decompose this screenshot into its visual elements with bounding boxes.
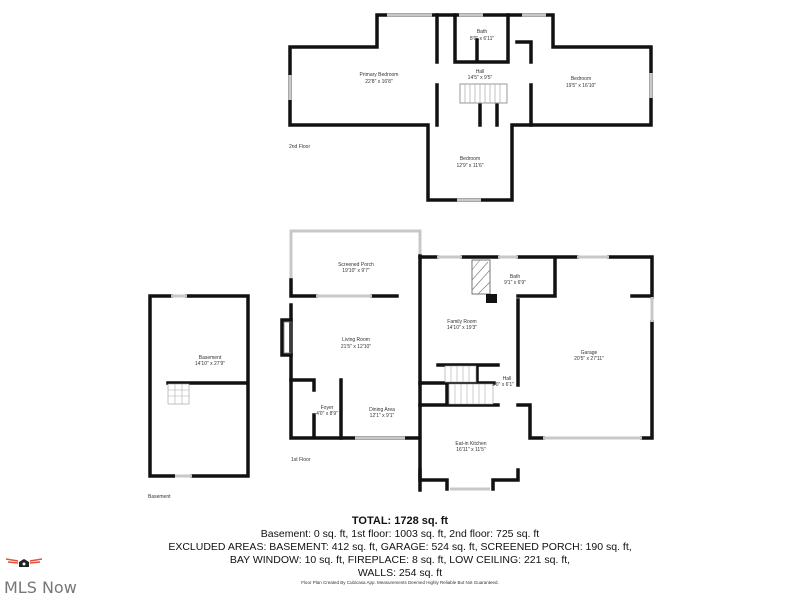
room-name: Living Room: [342, 337, 370, 343]
room-size: 8'0" x 6'11": [470, 36, 494, 42]
room-size: 14'10" x 27'9": [195, 361, 225, 367]
room-size: 19'10" x 9'7": [342, 268, 370, 274]
room-name: Bedroom: [571, 76, 591, 82]
total-area: TOTAL: 1728 sq. ft: [351, 515, 449, 527]
room-name: Hall: [476, 69, 485, 75]
excluded-areas-cont: BAY WINDOW: 10 sq. ft, FIREPLACE: 8 sq. …: [229, 554, 571, 566]
room-name: Basement: [199, 355, 222, 361]
first-floor-plan: Screened Porch 19'10" x 9'7" Living Room…: [280, 229, 654, 492]
room-name: Bedroom: [460, 156, 480, 162]
mls-now-logo: MLS Now: [4, 578, 77, 597]
room-size: 22'8" x 16'8": [365, 79, 393, 85]
floor-label: Basement: [148, 494, 171, 500]
basement-plan: Basement 14'10" x 27'9" Basement: [148, 294, 250, 500]
room-size: 14'5" x 9'5": [468, 75, 493, 81]
room-size: 21'5" x 12'10": [341, 344, 371, 350]
floor-areas: Basement: 0 sq. ft, 1st floor: 1003 sq. …: [260, 528, 540, 540]
mls-logo-icon: [5, 558, 43, 567]
room-name: Family Room: [447, 319, 476, 325]
second-floor-plan: Primary Bedroom 22'8" x 16'8" Bath 8'0" …: [288, 13, 653, 202]
room-name: Bath: [510, 274, 521, 280]
room-size: 9'1" x 6'9": [504, 280, 526, 286]
room-size: 12'9" x 11'6": [456, 163, 483, 169]
room-name: Dining Area: [369, 407, 395, 413]
floor-label: 1st Floor: [291, 457, 311, 463]
room-name: Hall: [503, 376, 512, 382]
room-name: Screened Porch: [338, 262, 374, 268]
room-size: 20'5" x 27'11": [574, 356, 604, 362]
room-name: Foyer: [321, 405, 334, 411]
walls-area: WALLS: 254 sq. ft: [357, 567, 443, 579]
room-size: 12'1" x 9'1": [370, 413, 395, 419]
floor-label: 2nd Floor: [289, 144, 310, 150]
room-name: Eat-in Kitchen: [455, 441, 486, 447]
room-name: Primary Bedroom: [360, 72, 399, 78]
excluded-areas: EXCLUDED AREAS: BASEMENT: 412 sq. ft, GA…: [168, 541, 632, 553]
room-size: 4'0" x 8'9": [316, 411, 338, 417]
room-size: 19'5" x 16'10": [566, 83, 596, 89]
room-size: 14'10" x 19'3": [447, 325, 477, 331]
disclaimer: Floor Plan Created By Cubicasa App. Meas…: [301, 580, 499, 585]
room-name: Bath: [477, 29, 488, 35]
room-size: 5'0" x 6'1": [492, 382, 514, 388]
room-size: 16'11" x 11'5": [456, 447, 486, 453]
room-name: Garage: [581, 350, 598, 356]
